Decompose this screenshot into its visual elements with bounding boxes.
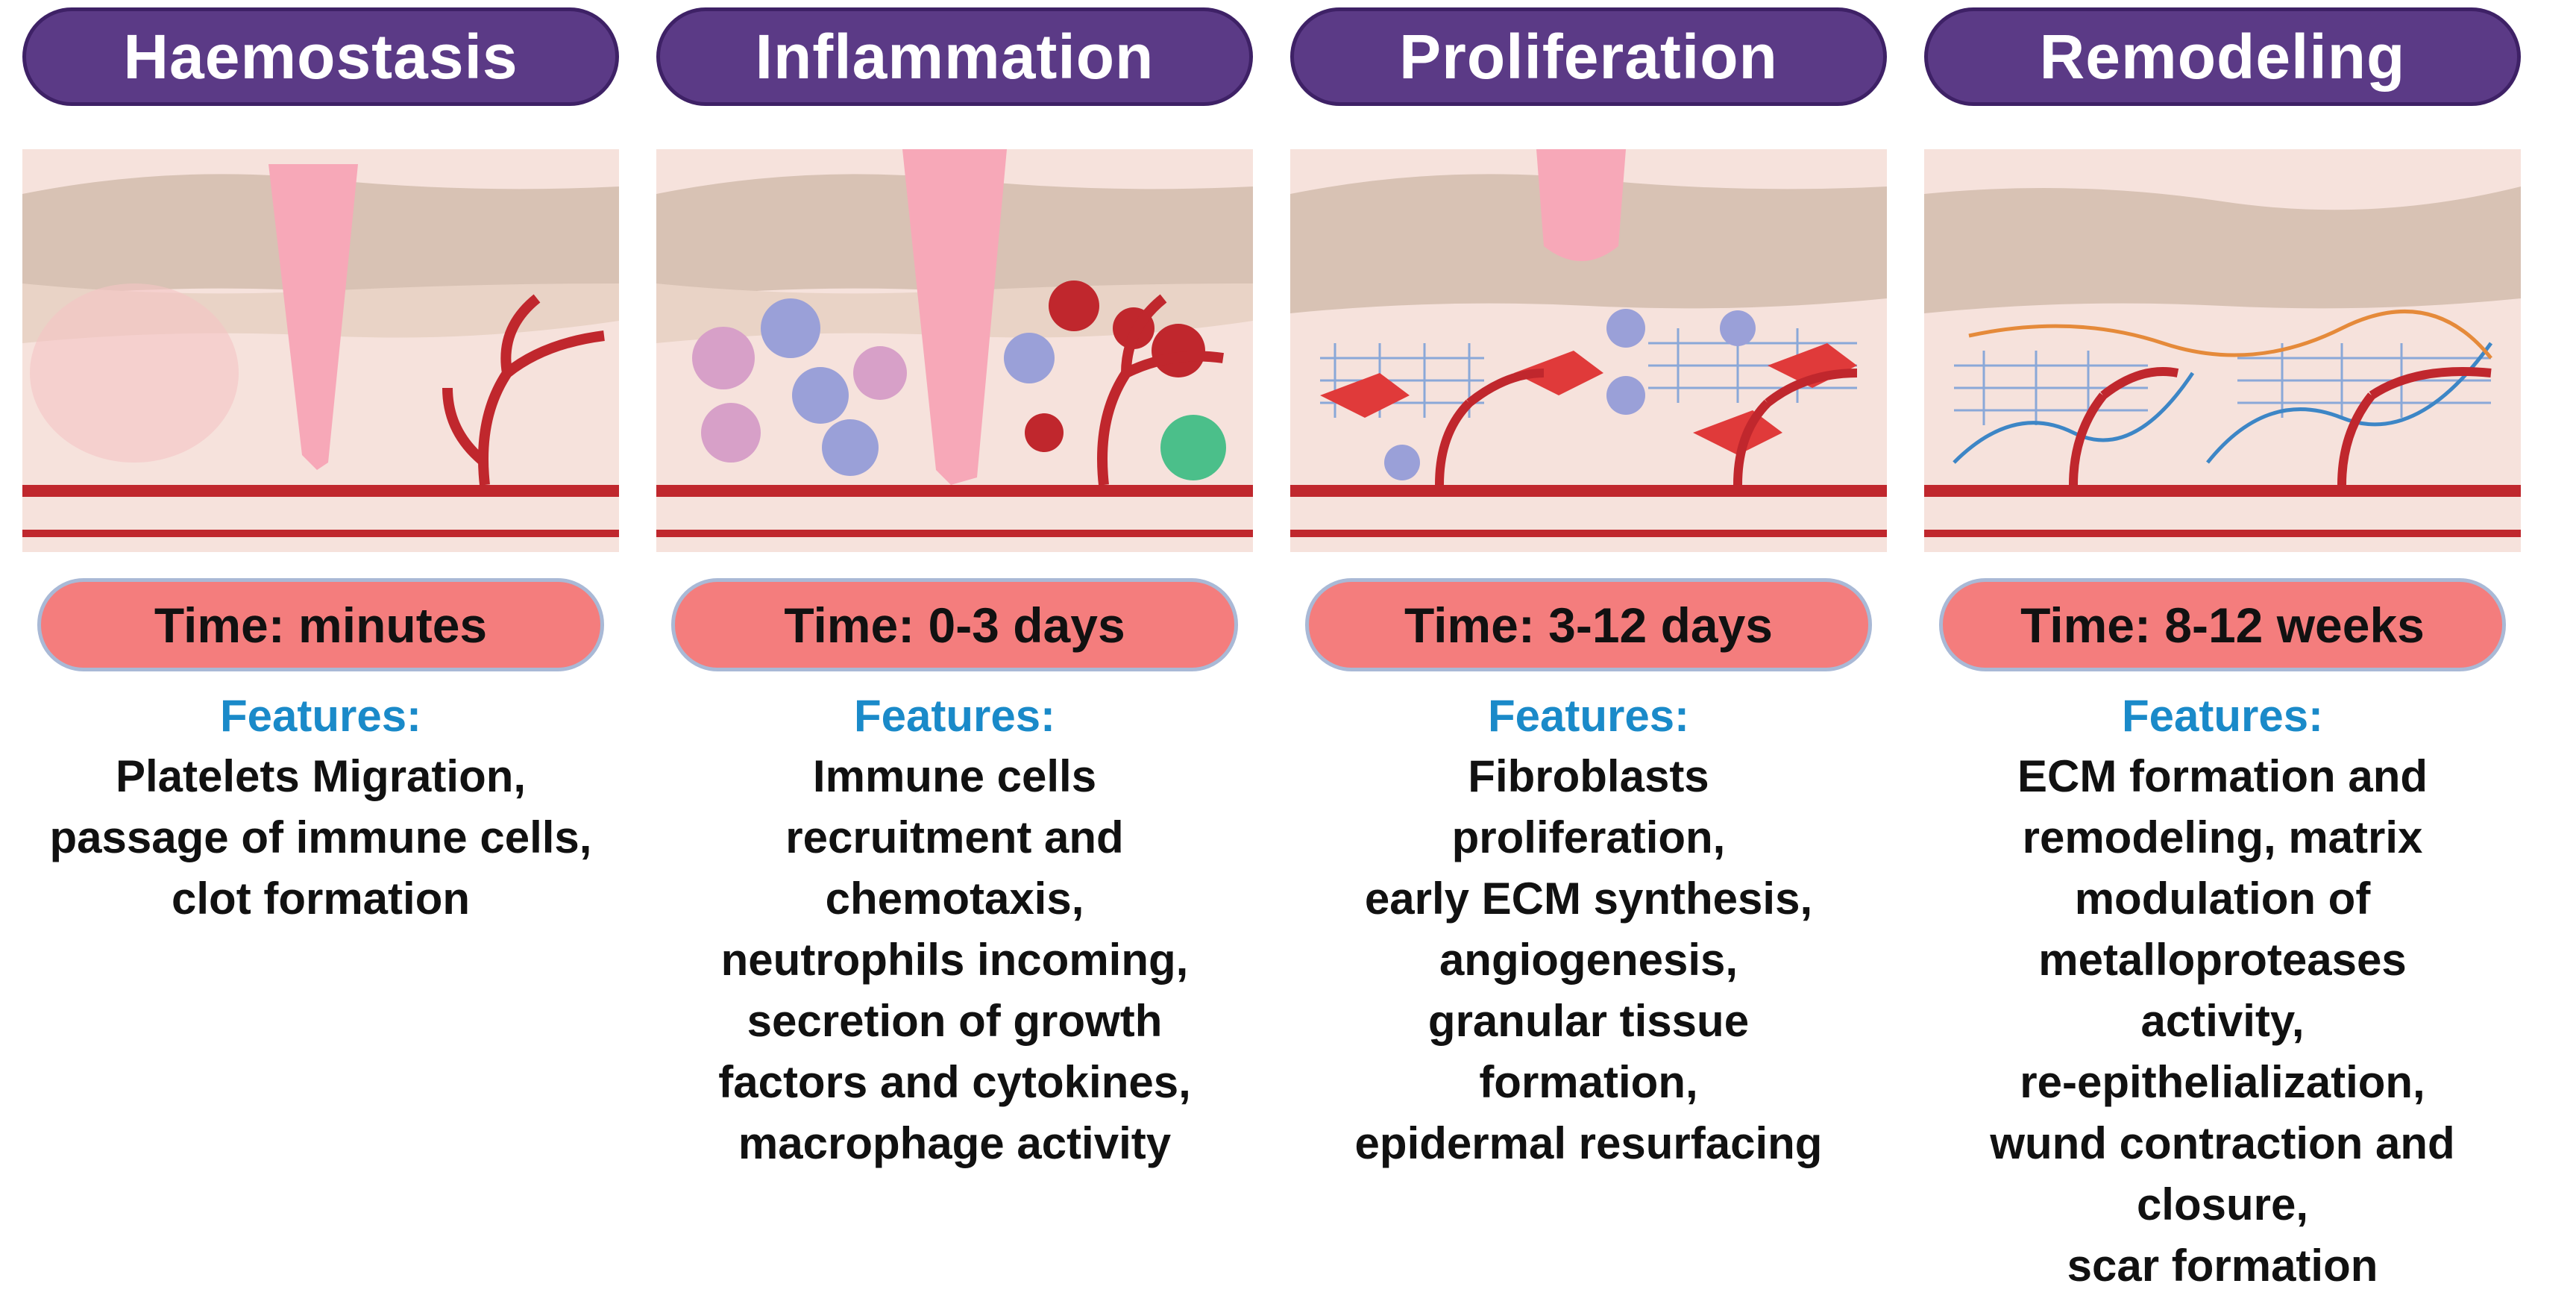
stage-title-proliferation: Proliferation	[1290, 7, 1887, 106]
features-label-haemostasis: Features:	[219, 691, 422, 741]
skin-wound-fibroblasts-illustration	[1290, 149, 1887, 552]
features-text-remodeling: ECM formation and remodeling, matrix mod…	[1990, 751, 2455, 1291]
stage-title-inflammation: Inflammation	[656, 7, 1253, 106]
stage-inflammation: Inflammation Time: 0-3 days Features: Im…	[641, 0, 1268, 1310]
features-text-inflammation: Immune cells recruitment and chemotaxis,…	[718, 751, 1191, 1168]
features-label-remodeling: Features:	[2121, 691, 2324, 741]
skin-wound-remodeling-illustration	[1924, 149, 2521, 552]
features-text-haemostasis: Platelets Migration, passage of immune c…	[49, 751, 592, 924]
time-pill-inflammation: Time: 0-3 days	[671, 578, 1238, 671]
stage-haemostasis: Haemostasis Time: minutes Features: Plat…	[7, 0, 634, 1310]
features-text-proliferation: Fibroblasts proliferation, early ECM syn…	[1354, 751, 1823, 1168]
features-label-inflammation: Features:	[853, 691, 1056, 741]
stage-title-haemostasis: Haemostasis	[22, 7, 619, 106]
stage-remodeling: Remodeling Time: 8-12 weeks Features: EC…	[1909, 0, 2536, 1310]
time-pill-haemostasis: Time: minutes	[37, 578, 604, 671]
skin-wound-open-illustration	[22, 149, 619, 552]
stage-proliferation: Proliferation Time: 3-12 days Features: …	[1275, 0, 1902, 1310]
features-label-proliferation: Features:	[1487, 691, 1690, 741]
stage-title-remodeling: Remodeling	[1924, 7, 2521, 106]
time-pill-remodeling: Time: 8-12 weeks	[1939, 578, 2506, 671]
time-pill-proliferation: Time: 3-12 days	[1305, 578, 1872, 671]
skin-wound-immune-cells-illustration	[656, 149, 1253, 552]
